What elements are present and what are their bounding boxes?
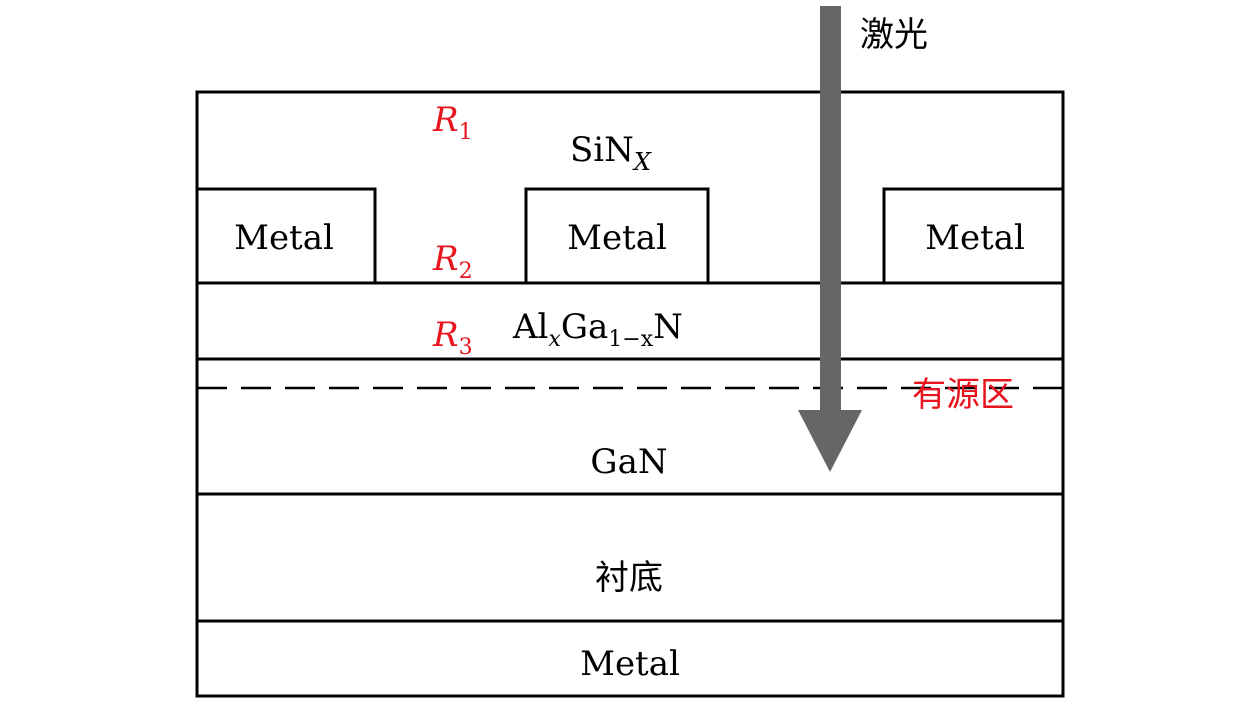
substrate-label: 衬底: [595, 558, 663, 598]
reflection-r2-label: R2: [432, 239, 473, 284]
reflection-r3-label: R3: [432, 315, 473, 360]
laser-label: 激光: [860, 15, 928, 55]
metal-label-right: Metal: [925, 218, 1025, 258]
metal-contact-left: [195, 187, 377, 285]
active-region-label: 有源区: [912, 375, 1014, 415]
metal-contact-right: [882, 187, 1065, 285]
back-metal-label: Metal: [580, 644, 680, 684]
device-outline: [195, 90, 1065, 698]
reflection-r1-label: R1: [432, 100, 473, 145]
metal-label-left: Metal: [234, 218, 334, 258]
metal-contact-middle: [524, 187, 710, 285]
metal-label-middle: Metal: [567, 218, 667, 258]
sinx-label: SiNX: [570, 130, 652, 176]
gan-label: GaN: [590, 442, 667, 482]
laser-arrow: [798, 6, 862, 472]
algan-label: AlxGa1−xN: [512, 307, 683, 352]
